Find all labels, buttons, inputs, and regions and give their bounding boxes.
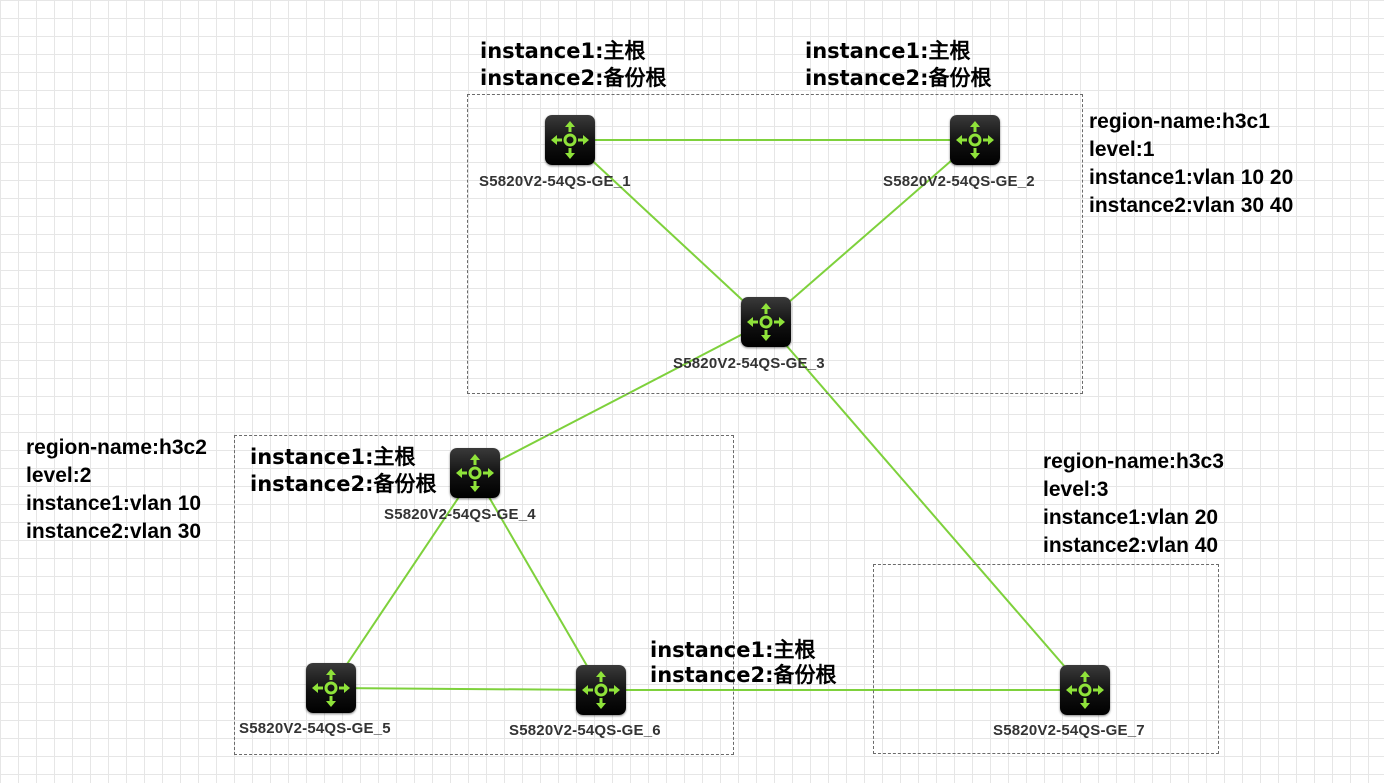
region-level: level:2 xyxy=(26,464,92,487)
note-line: instance2:备份根 xyxy=(650,663,837,687)
region-instance2: instance2:vlan 40 xyxy=(1043,534,1219,557)
switch-icon-sw5[interactable] xyxy=(306,663,356,713)
switch-icon-sw1[interactable] xyxy=(545,115,595,165)
region-info-h3c3: region-name:h3c3 level:3 instance1:vlan … xyxy=(1043,448,1224,560)
device-label-sw7: S5820V2-54QS-GE_7 xyxy=(993,722,1145,739)
note-line: instance1:主根 xyxy=(650,638,816,662)
arrows-icon xyxy=(312,669,350,707)
arrows-icon xyxy=(456,454,494,492)
region-level: level:3 xyxy=(1043,478,1109,501)
root-note-sw6: instance1:主根 instance2:备份根 xyxy=(650,638,837,688)
region-instance1: instance1:vlan 10 20 xyxy=(1089,166,1294,189)
region-box-h3c1 xyxy=(467,94,1083,394)
region-name: region-name:h3c1 xyxy=(1089,110,1270,133)
region-instance2: instance2:vlan 30 xyxy=(26,520,202,543)
arrows-icon xyxy=(551,121,589,159)
region-instance2: instance2:vlan 30 40 xyxy=(1089,194,1294,217)
note-line: instance1:主根 xyxy=(250,445,416,469)
region-level: level:1 xyxy=(1089,138,1155,161)
region-info-h3c1: region-name:h3c1 level:1 instance1:vlan … xyxy=(1089,108,1293,220)
root-note-sw4: instance1:主根 instance2:备份根 xyxy=(250,444,437,498)
region-name: region-name:h3c3 xyxy=(1043,450,1224,473)
device-label-sw5: S5820V2-54QS-GE_5 xyxy=(239,720,391,737)
arrows-icon xyxy=(747,303,785,341)
note-line: instance1:主根 xyxy=(480,39,646,63)
device-label-sw4: S5820V2-54QS-GE_4 xyxy=(384,506,536,523)
arrows-icon xyxy=(1066,671,1104,709)
device-label-sw3: S5820V2-54QS-GE_3 xyxy=(673,355,825,372)
note-line: instance1:主根 xyxy=(805,39,971,63)
device-label-sw2: S5820V2-54QS-GE_2 xyxy=(883,173,1035,190)
region-instance1: instance1:vlan 20 xyxy=(1043,506,1219,529)
arrows-icon xyxy=(582,671,620,709)
switch-icon-sw7[interactable] xyxy=(1060,665,1110,715)
region-name: region-name:h3c2 xyxy=(26,436,207,459)
region-info-h3c2: region-name:h3c2 level:2 instance1:vlan … xyxy=(26,434,207,546)
root-note-sw2: instance1:主根 instance2:备份根 xyxy=(805,38,992,92)
note-line: instance2:备份根 xyxy=(805,66,992,90)
device-label-sw6: S5820V2-54QS-GE_6 xyxy=(509,722,661,739)
arrows-icon xyxy=(956,121,994,159)
region-box-h3c2 xyxy=(234,435,734,755)
region-instance1: instance1:vlan 10 xyxy=(26,492,202,515)
switch-icon-sw4[interactable] xyxy=(450,448,500,498)
switch-icon-sw6[interactable] xyxy=(576,665,626,715)
note-line: instance2:备份根 xyxy=(250,472,437,496)
switch-icon-sw3[interactable] xyxy=(741,297,791,347)
device-label-sw1: S5820V2-54QS-GE_1 xyxy=(479,173,631,190)
region-box-h3c3 xyxy=(873,564,1219,754)
switch-icon-sw2[interactable] xyxy=(950,115,1000,165)
note-line: instance2:备份根 xyxy=(480,66,667,90)
root-note-sw1: instance1:主根 instance2:备份根 xyxy=(480,38,667,92)
